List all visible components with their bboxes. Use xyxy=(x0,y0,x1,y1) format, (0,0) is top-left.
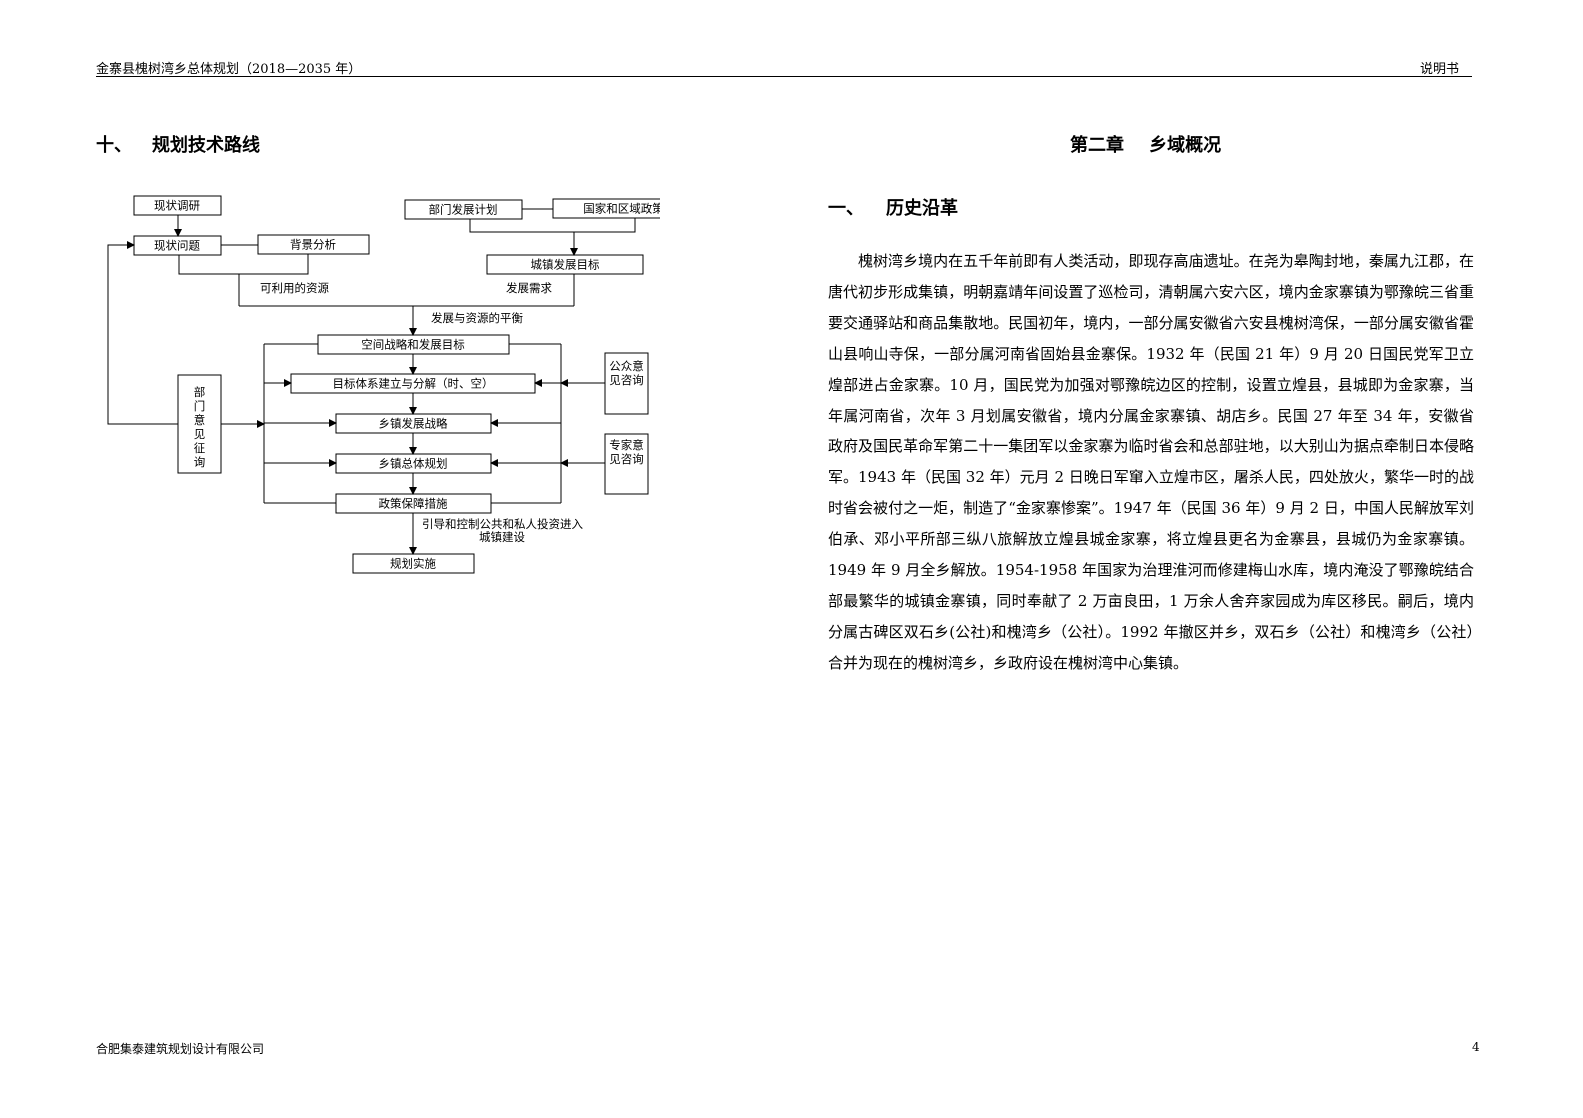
technical-route-flowchart: 现状调研 现状问题 背景分析 部门发展计划 国家和区域政策目标 城镇发展目标 空… xyxy=(107,195,660,574)
header-doc-type: 说明书 xyxy=(1420,62,1460,77)
box-town-goal xyxy=(486,254,644,275)
section-number: 十、 xyxy=(96,135,132,156)
label-dev-demand: 发展需求 xyxy=(506,281,552,295)
subsection-number: 一、 xyxy=(828,198,864,219)
label-guide-1: 引导和控制公共和私人投资进入 xyxy=(422,517,583,531)
edge-feedback-loop xyxy=(107,241,178,425)
label-target-system: 目标体系建立与分解（时、空） xyxy=(333,377,494,391)
header-rule xyxy=(96,76,1472,77)
label-background: 背景分析 xyxy=(290,238,336,252)
label-spatial-strategy: 空间战略和发展目标 xyxy=(361,338,465,352)
label-guide-2: 城镇建设 xyxy=(479,530,525,544)
label-dept-consult: 部门意见征询 xyxy=(194,385,206,469)
label-expert-consult-2: 见咨询 xyxy=(609,452,644,466)
edge-resources-bracket xyxy=(178,254,309,275)
label-national-policy: 国家和区域政策目标 xyxy=(583,202,660,216)
label-implementation: 规划实施 xyxy=(390,557,436,571)
edge-goal-bracket xyxy=(469,218,636,233)
label-expert-consult-1: 专家意 xyxy=(609,438,644,452)
label-status-problems: 现状问题 xyxy=(154,239,200,253)
header-title: 金寨县槐树湾乡总体规划（2018—2035 年） xyxy=(96,62,362,77)
label-public-consult-2: 见咨询 xyxy=(609,373,644,387)
label-policy-measures: 政策保障措施 xyxy=(379,497,448,511)
label-dept-plan: 部门发展计划 xyxy=(429,203,498,217)
label-available-resources: 可利用的资源 xyxy=(260,281,329,295)
label-town-strategy: 乡镇发展战略 xyxy=(379,417,448,431)
label-public-consult-1: 公众意 xyxy=(609,359,644,373)
footer-company: 合肥集泰建筑规划设计有限公司 xyxy=(96,1042,265,1056)
section-title: 规划技术路线 xyxy=(152,135,260,156)
label-town-master-plan: 乡镇总体规划 xyxy=(379,457,448,471)
chapter-title: 第二章 乡域概况 xyxy=(1070,135,1222,156)
box-expert-consult xyxy=(604,433,649,495)
footer-page-number: 4 xyxy=(1472,1040,1480,1054)
label-town-goal: 城镇发展目标 xyxy=(531,258,600,272)
label-balance: 发展与资源的平衡 xyxy=(431,311,523,325)
subsection-title: 历史沿革 xyxy=(886,198,958,219)
label-status-survey: 现状调研 xyxy=(154,199,200,213)
history-paragraph: 槐树湾乡境内在五千年前即有人类活动，即现存高庙遗址。在尧为皋陶封地，秦属九江郡，… xyxy=(828,252,1474,672)
